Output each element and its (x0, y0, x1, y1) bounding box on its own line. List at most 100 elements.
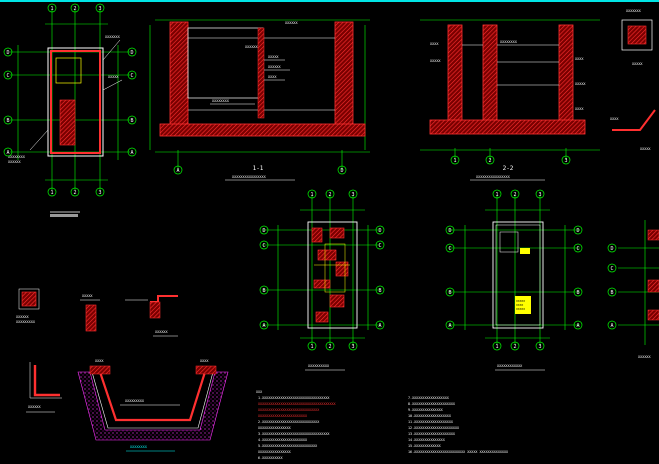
bubble-1-p2b: 1 (310, 344, 313, 350)
bubble-A-s11: A (176, 168, 179, 174)
bubble-A: A (6, 150, 9, 156)
svg-text:XXXX: XXXX (430, 42, 439, 46)
bubble-2-p3b: 2 (513, 344, 516, 350)
svg-text:XXXXXX: XXXXXX (638, 355, 652, 359)
svg-text:XXXXXX: XXXXXX (245, 45, 259, 49)
svg-text:6.XXXXXXXXXX: 6.XXXXXXXXXX (258, 456, 283, 460)
bubble-2-p2: 2 (328, 192, 331, 198)
svg-text:XXXXXX: XXXXXX (268, 65, 282, 69)
svg-text:4.XXXXXXXXXXXXXXXXXXXXXX: 4.XXXXXXXXXXXXXXXXXXXXXX (258, 438, 308, 442)
bubble-2-s22: 2 (488, 158, 491, 164)
bubble-A-p3r: A (576, 323, 579, 329)
svg-text:14.XXXXXXXXXXXXXXX: 14.XXXXXXXXXXXXXXX (408, 438, 446, 442)
bubble-3-p2b: 3 (351, 344, 354, 350)
svg-text:XXXX: XXXX (610, 117, 619, 121)
bubble-3-p3: 3 (538, 192, 541, 198)
svg-text:XXXXXX: XXXXXX (8, 160, 22, 164)
bubble-2-p2b: 2 (328, 344, 331, 350)
bubble-B-p3: B (448, 290, 451, 296)
bubble-D-p3r: D (576, 228, 579, 234)
bubble-1-p2: 1 (310, 192, 313, 198)
svg-text:XXXXXX: XXXXXX (28, 405, 42, 409)
svg-text:XXXXXXXXXXXX: XXXXXXXXXXXX (497, 364, 523, 368)
svg-text:15.XXXXXXXXXXXXX: 15.XXXXXXXXXXXXX (408, 444, 442, 448)
svg-text:XXXX: XXXX (268, 75, 277, 79)
svg-text:13.XXXXXXXXXXXXXXXXXXXX: 13.XXXXXXXXXXXXXXXXXXXX (408, 432, 456, 436)
section-2-2: XXXXXXXX XXXX XXXXX XXXX XXXXX XXXX 1 2 … (420, 19, 600, 181)
bubble-D-s11: D (340, 168, 343, 174)
bubble-D-p4: D (610, 246, 613, 252)
bubble-D-r: D (130, 50, 133, 56)
svg-text:XXXX: XXXX (200, 359, 209, 363)
svg-text:XXXXXXXX: XXXXXXXX (8, 155, 26, 159)
svg-text:12.XXXXXXXXXXXXXXXXXXXXXX: 12.XXXXXXXXXXXXXXXXXXXXXX (408, 426, 460, 430)
svg-text:3.XXXXXXXXXXXXXXXXXXXXXXXXXXXX: 3.XXXXXXXXXXXXXXXXXXXXXXXXXXXXXXXXX (258, 432, 330, 436)
bubble-2: 2 (73, 6, 76, 12)
svg-text:XXXXXXXXX: XXXXXXXXX (125, 399, 145, 403)
bubble-C-p4: C (610, 266, 613, 272)
svg-text:XXXXXXXXXXXXXXXX: XXXXXXXXXXXXXXXX (476, 175, 511, 179)
svg-text:9.XXXXXXXXXXXXXXX: 9.XXXXXXXXXXXXXXX (408, 408, 444, 412)
svg-text:XXXXXXXXXX: XXXXXXXXXX (308, 364, 330, 368)
svg-text:XXXX: XXXX (516, 303, 523, 307)
bubble-C-p2: C (262, 243, 265, 249)
svg-text:11.XXXXXXXXXXXXXXXXXXX: 11.XXXXXXXXXXXXXXXXXXX (408, 420, 454, 424)
bubble-C-p2r: C (378, 243, 381, 249)
bubble-A-r: A (130, 150, 133, 156)
svg-text:XXXXX: XXXXX (516, 299, 525, 303)
svg-text:16.XXXXXXXXXXXXXXXXXXXXXXXXX X: 16.XXXXXXXXXXXXXXXXXXXXXXXXX XXXXX XXXXX… (408, 450, 509, 454)
svg-text:XXXXX: XXXXX (268, 55, 279, 59)
section-1-1: XXXXX XXXXXX XXXX XXXXXXXX XXXXXX XXXXXX… (149, 19, 370, 181)
bubble-B: B (6, 118, 9, 124)
svg-text:XXXXXXXX: XXXXXXXX (130, 445, 148, 449)
svg-text:XXXXXXXXX: XXXXXXXXX (16, 320, 36, 324)
svg-text:XXXXXXXXXXXXXXXXXXXXXXXX: XXXXXXXXXXXXXXXXXXXXXXXX (258, 414, 308, 418)
svg-text:XXXXXXXX: XXXXXXXX (500, 40, 518, 44)
bubble-B-p2: B (262, 288, 265, 294)
bubble-D-p2r: D (378, 228, 381, 234)
bubble-C-r: C (130, 73, 133, 79)
svg-text:XXXXXX: XXXXXX (16, 315, 30, 319)
svg-text:1.XXXXXXXXXXXXXXXXXXXXXXXXXXXX: 1.XXXXXXXXXXXXXXXXXXXXXXXXXXXXXXXXX (258, 396, 330, 400)
svg-text:XXXXX: XXXXX (516, 307, 525, 311)
bubble-D: D (6, 50, 9, 56)
bubble-D-p3: D (448, 228, 451, 234)
small-details: XXXXXX XXXXXXXXX XXXXX XXXXXX XXXXXX (16, 288, 178, 413)
bubble-B-p2r: B (378, 288, 381, 294)
bubble-3-p2: 3 (351, 192, 354, 198)
svg-text:XXXXX: XXXXX (640, 147, 651, 151)
bubble-1-s22: 1 (453, 158, 456, 164)
svg-text:XXXXX: XXXXX (108, 75, 119, 79)
svg-text:10.XXXXXXXXXXXXXXXXXX: 10.XXXXXXXXXXXXXXXXXX (408, 414, 452, 418)
svg-text:XXXXX: XXXXX (632, 62, 643, 66)
svg-text:XXXXXX: XXXXXX (285, 21, 299, 25)
svg-text:XXXX: XXXX (575, 57, 584, 61)
bubble-2-p3: 2 (513, 192, 516, 198)
top-accent-bar (0, 0, 659, 2)
svg-text:2.XXXXXXXXXXXXXXXXXXXXXXXXXXXX: 2.XXXXXXXXXXXXXXXXXXXXXXXXXXXX (258, 420, 320, 424)
bubble-D-p2: D (262, 228, 265, 234)
section-2-2-title: 2-2 (503, 165, 514, 172)
svg-text:XXXXXXXXXXXXXXXX: XXXXXXXXXXXXXXXX (258, 426, 292, 430)
bubble-B-p3r: B (576, 290, 579, 296)
bubble-2b: 2 (73, 190, 76, 196)
bubble-A-p2: A (262, 323, 265, 329)
section-1-1-title: 1-1 (253, 165, 264, 172)
plan-view-1: XXXXXXX XXXXX XXXXXXXX XXXXXX 1 2 3 1 2 … (3, 3, 137, 217)
plan-view-3: XXXXX XXXX XXXXX 1 2 3 1 2 3 D C B A D C… (445, 189, 583, 371)
bubble-1b: 1 (50, 190, 53, 196)
svg-text:XXXXX: XXXXX (430, 59, 441, 63)
bubble-B-r: B (130, 118, 133, 124)
svg-text:8.XXXXXXXXXXXXXXXXXXXXX: 8.XXXXXXXXXXXXXXXXXXXXX (408, 402, 456, 406)
plan-view-2: 1 2 3 1 2 3 D C B A D C B A XXXXXXXXXX (259, 189, 385, 371)
svg-text:XXXXXXXXXXXXXXXX: XXXXXXXXXXXXXXXX (258, 450, 292, 454)
bubble-A-p2r: A (378, 323, 381, 329)
svg-text:XXX: XXX (256, 390, 263, 394)
bubble-1-p3b: 1 (495, 344, 498, 350)
bubble-C-p3: C (448, 246, 451, 252)
bubble-1-p3: 1 (495, 192, 498, 198)
svg-text:XXXXXXX: XXXXXXX (626, 9, 642, 13)
svg-text:XXXX: XXXX (95, 359, 104, 363)
svg-text:XXXXXXXXXXXXXXXX: XXXXXXXXXXXXXXXX (232, 175, 267, 179)
